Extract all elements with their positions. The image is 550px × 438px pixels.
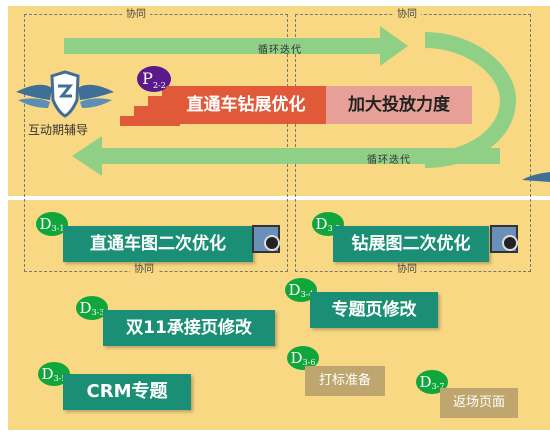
collab-label-3: 协同 xyxy=(130,264,158,276)
task-badge-d3-6: D3-6 xyxy=(287,346,319,370)
task-d3-5: CRM专题 xyxy=(63,374,191,410)
forward-arrow xyxy=(64,26,408,66)
task-d3-2: 钻展图二次优化 xyxy=(333,226,489,262)
stair-step-icon xyxy=(120,86,180,126)
winged-shield-icon-edge xyxy=(522,172,550,182)
photo-edit-icon-2 xyxy=(490,225,518,253)
task-d3-1: 直通车图二次优化 xyxy=(63,226,253,262)
task-d3-7: 返场页面 xyxy=(440,388,518,418)
task-d3-6: 打标准备 xyxy=(305,366,385,396)
task-badge-d3-3: D3-3 xyxy=(76,296,108,320)
task-badge-d3-1: D3-1 xyxy=(36,212,68,236)
collab-label-1: 协同 xyxy=(122,9,150,21)
bar-right: 加大投放力度 xyxy=(326,86,472,124)
stage-badge-main: P xyxy=(142,69,153,88)
stage-badge-sub: 2-2 xyxy=(152,81,166,91)
photo-edit-icon xyxy=(252,225,280,253)
bar-left: 直通车钻展优化 xyxy=(166,86,326,124)
collab-label-4: 协同 xyxy=(393,264,421,276)
winged-shield-icon xyxy=(16,70,114,118)
collab-label-2: 协同 xyxy=(393,9,421,21)
task-d3-4: 专题页修改 xyxy=(310,292,438,328)
backward-arrow xyxy=(72,136,500,176)
stage-badge: P2-2 xyxy=(137,66,171,92)
logo-label: 互动期辅导 xyxy=(28,123,89,137)
task-d3-3: 双11承接页修改 xyxy=(103,310,275,346)
cycle-label-bottom: 循环迭代 xyxy=(367,155,411,166)
cycle-label-top: 循环迭代 xyxy=(258,45,302,56)
cycle-arrows xyxy=(64,26,517,176)
